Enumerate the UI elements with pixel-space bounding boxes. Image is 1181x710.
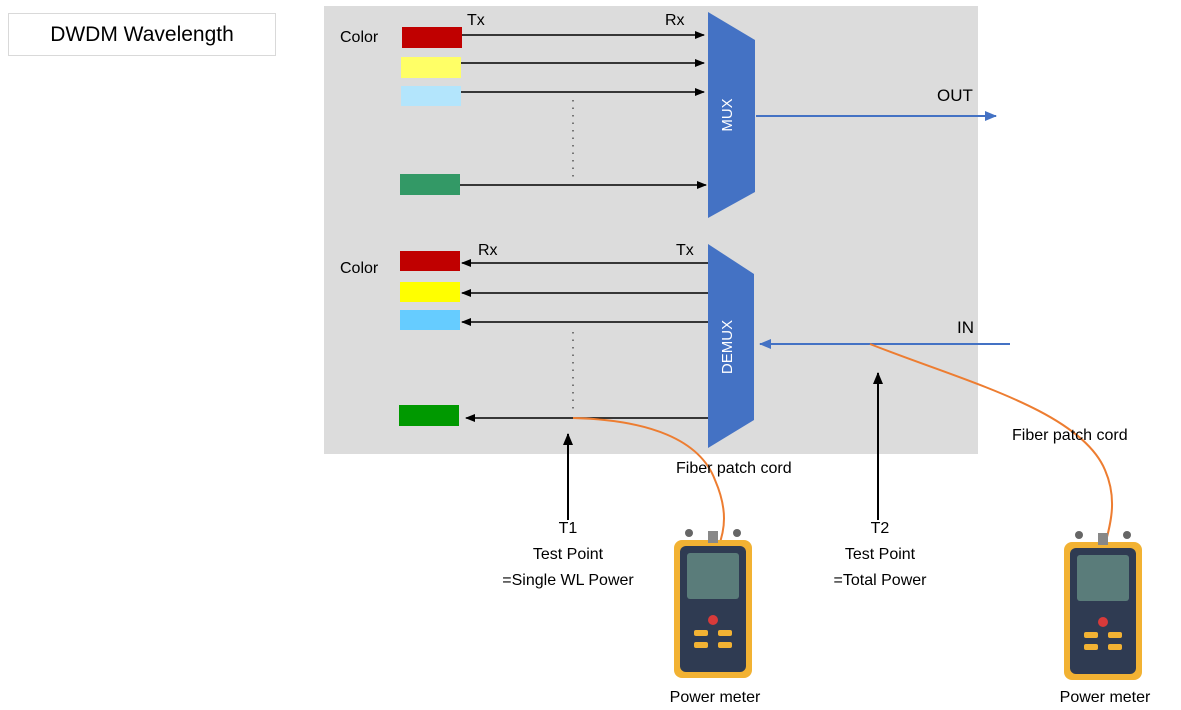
demux-tx-label: Tx bbox=[676, 242, 694, 259]
patch-cord-1-label: Fiber patch cord bbox=[676, 460, 792, 477]
patch-cord-2-label: Fiber patch cord bbox=[1012, 427, 1128, 444]
demux-channel-green bbox=[399, 405, 459, 426]
mux-color-label: Color bbox=[340, 29, 379, 46]
in-label: IN bbox=[957, 318, 974, 337]
demux-block-label: DEMUX bbox=[719, 320, 736, 374]
power-meter-1 bbox=[674, 529, 752, 678]
mux-rx-label: Rx bbox=[665, 12, 685, 29]
dwdm-panel bbox=[324, 6, 978, 454]
diagram-title: DWDM Wavelength bbox=[8, 13, 276, 56]
t1-value: =Single WL Power bbox=[502, 572, 634, 589]
demux-block bbox=[708, 244, 754, 448]
power-meter-1-label: Power meter bbox=[670, 689, 761, 706]
mux-block bbox=[708, 12, 755, 218]
t2-desc: Test Point bbox=[845, 546, 916, 563]
patch-cord-1 bbox=[572, 417, 725, 549]
t1-label: T1 bbox=[559, 520, 578, 537]
mux-tx-label: Tx bbox=[467, 12, 485, 29]
out-label: OUT bbox=[937, 86, 973, 105]
demux-channel-red bbox=[400, 251, 460, 271]
demux-channel-yellow bbox=[400, 282, 460, 302]
mux-channel-green bbox=[400, 174, 460, 195]
mux-channel-yellow bbox=[401, 57, 461, 78]
t2-value: =Total Power bbox=[834, 572, 928, 589]
t2-label: T2 bbox=[871, 520, 890, 537]
t1-desc: Test Point bbox=[533, 546, 604, 563]
demux-rx-label: Rx bbox=[478, 242, 498, 259]
power-meter-2 bbox=[1064, 531, 1142, 680]
mux-block-label: MUX bbox=[719, 98, 736, 131]
mux-channel-lightblue bbox=[401, 86, 461, 106]
patch-cord-2 bbox=[869, 343, 1113, 546]
mux-channel-red bbox=[402, 27, 462, 48]
demux-channel-lightblue bbox=[400, 310, 460, 330]
demux-color-label: Color bbox=[340, 260, 379, 277]
power-meter-2-label: Power meter bbox=[1060, 689, 1151, 706]
